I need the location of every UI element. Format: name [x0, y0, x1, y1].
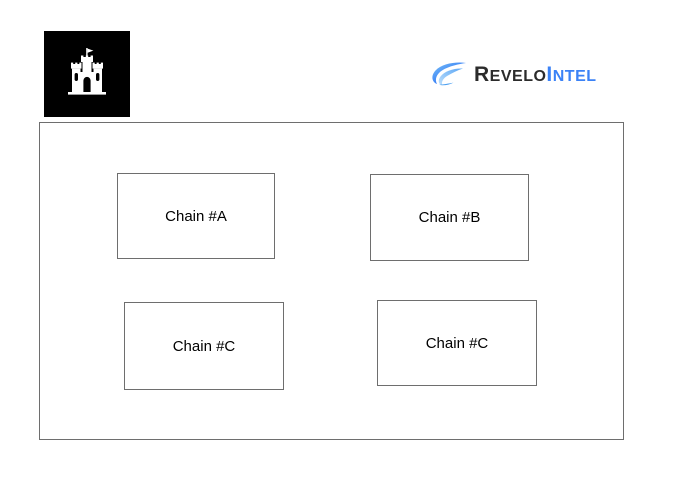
chain-box-a[interactable]: Chain #A: [117, 173, 275, 259]
revelo-word-rest: EVELO: [489, 67, 547, 85]
revelo-word: REVELO: [474, 62, 547, 86]
chain-box-a-label: Chain #A: [165, 207, 227, 225]
intel-word-rest: NTEL: [552, 67, 597, 85]
chain-box-b-label: Chain #B: [418, 209, 481, 226]
castle-logo: [44, 31, 130, 117]
chain-box-c-left-label: Chain #C: [172, 337, 236, 355]
chain-box-c-left[interactable]: Chain #C: [124, 302, 284, 390]
diagram-outer-container: [39, 122, 624, 440]
chain-box-c-right-label: Chain #C: [425, 334, 489, 352]
feather-swoosh-icon: [430, 60, 470, 88]
chain-box-c-right[interactable]: Chain #C: [377, 300, 537, 386]
castle-icon: [57, 46, 117, 102]
intel-word: INTEL: [546, 62, 597, 86]
chain-box-b[interactable]: Chain #B: [370, 174, 529, 261]
